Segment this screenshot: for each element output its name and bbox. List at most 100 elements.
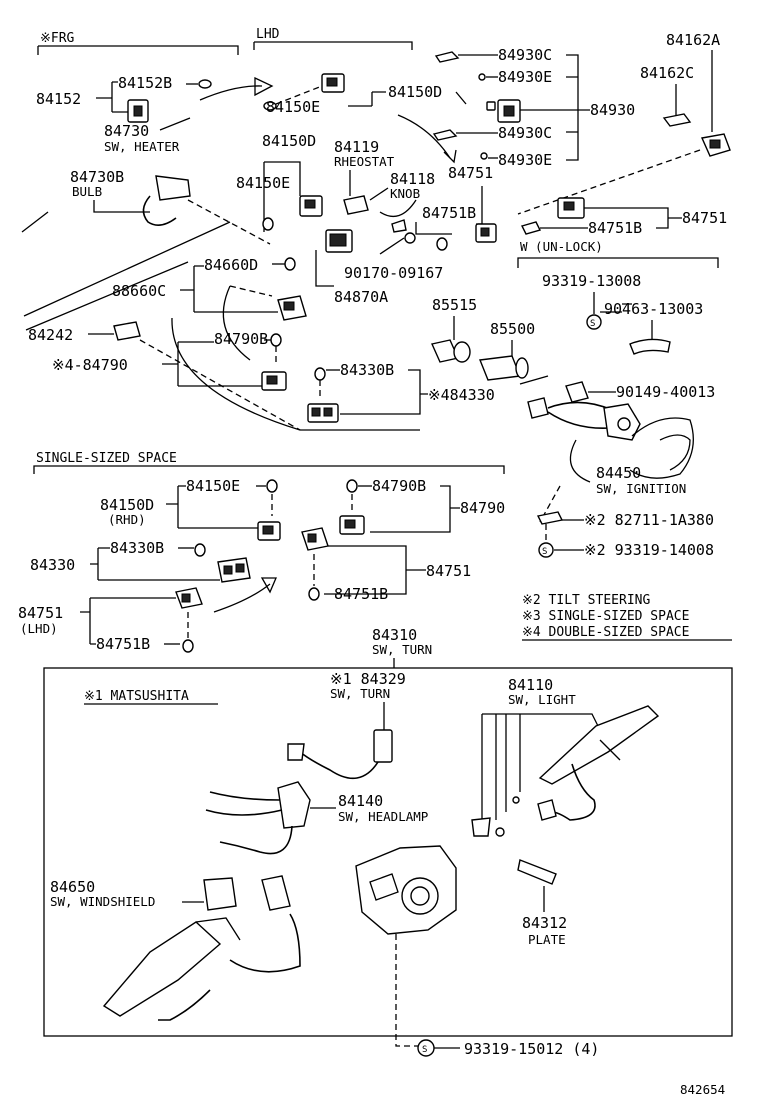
part-label-84751-d: 84751 [18, 604, 63, 622]
part-label-84150D-c: 84150D [100, 496, 154, 514]
group-855xx: 85515 85500 [431, 296, 549, 385]
nut-90170 [404, 232, 416, 244]
part-label-84162A: 84162A [666, 31, 720, 49]
part-sub-84312: PLATE [528, 932, 566, 947]
part-label-84790B-a: 84790B [214, 330, 268, 348]
part-label-84751B-c: 84751B [334, 585, 388, 603]
light-switch-lever-84110 [538, 705, 660, 785]
screw-84330B-a [314, 367, 326, 381]
part-label-84751B-a: 84751B [422, 204, 476, 222]
part-label-84751-a: 84751 [448, 164, 493, 182]
switch-84330-b [217, 557, 251, 583]
turn-switch-box [43, 667, 733, 1037]
group-93319-90463: 93319-13008 S 90463-13003 [542, 272, 703, 355]
part-label-84930C-b: 84930C [498, 124, 552, 142]
part-label-84330-b: 84330 [30, 556, 75, 574]
screw-84330B-b [194, 543, 206, 557]
bulb-90149 [565, 381, 589, 403]
part-sub-84730: SW, HEATER [104, 139, 180, 154]
group-84310: 84310 SW, TURN ※1 MATSUSHITA ※1 84329 SW… [43, 626, 733, 1037]
turn-switch-84329 [373, 729, 393, 763]
part-label-84110: 84110 [508, 676, 553, 694]
part-label-84330-a: ※484330 [428, 386, 495, 404]
part-sub-84730B: BULB [72, 184, 102, 199]
part-label-85500: 85500 [490, 320, 535, 338]
part-sub-84650: SW, WINDSHIELD [50, 894, 155, 909]
group-84450: 90149-40013 84450 SW, IGNITION ※2 82711-… [527, 381, 715, 559]
part-label-84930E-b: 84930E [498, 151, 552, 169]
part-sub-84119: RHEOSTAT [334, 154, 395, 169]
part-label-84790B-b: 84790B [372, 477, 426, 495]
part-label-93319-13008: 93319-13008 [542, 272, 641, 290]
windshield-lever-84650 [102, 921, 222, 1017]
screw-84660D [284, 257, 296, 271]
screw-84751B-d [182, 639, 194, 653]
part-label-84118: 84118 [390, 170, 435, 188]
part-label-84870A: 84870A [334, 288, 388, 306]
part-label-84650: 84650 [50, 878, 95, 896]
svg-text:S: S [542, 547, 547, 557]
screw-84930C-a [434, 51, 460, 63]
screw-93319-14008 [538, 542, 554, 558]
headlamp-switch-84140 [277, 781, 311, 829]
svg-text:S: S [422, 1045, 427, 1055]
part-label-93319-14008: ※2 93319-14008 [584, 541, 714, 559]
group-84751-right: 84751B 84751 W (UN-LOCK) [517, 197, 727, 268]
part-label-84751B-b: 84751B [588, 219, 642, 237]
screw-84152B [198, 79, 212, 89]
part-label-84330B-a: 84330B [340, 361, 394, 379]
part-label-84751B-d: 84751B [96, 635, 150, 653]
legend-notes: ※2 TILT STEERING ※3 SINGLE-SIZED SPACE ※… [522, 593, 732, 641]
part-label-84930E-a: 84930E [498, 68, 552, 86]
part-label-84330B-b: 84330B [110, 539, 164, 557]
w-unlock-header: W (UN-LOCK) [520, 239, 603, 254]
screw-84790B-b [346, 479, 358, 493]
group-93319-15012: S 93319-15012 (4) [395, 934, 599, 1058]
connector-84242 [113, 321, 141, 341]
part-label-84119: 84119 [334, 138, 379, 156]
part-label-84329: ※1 84329 [330, 670, 406, 688]
bulb-84730B [155, 175, 191, 201]
part-label-84450: 84450 [596, 464, 641, 482]
group-84790-upper: 84790B ※4-84790 84330B ※484330 [52, 285, 495, 431]
part-label-84310: 84310 [372, 626, 417, 644]
part-label-90463: 90463-13003 [604, 300, 703, 318]
lamp-85500 [479, 355, 521, 381]
part-label-90170: 90170-09167 [344, 264, 443, 282]
screw-84162C [662, 113, 692, 127]
part-label-82711: ※2 82711-1A380 [584, 511, 714, 529]
screw-84150E-c [266, 479, 278, 493]
rheostat-84119 [343, 195, 369, 215]
part-sub-84140: SW, HEADLAMP [338, 809, 428, 824]
single-sized-header: SINGLE-SIZED SPACE [36, 451, 177, 466]
part-label-84751-b: 84751 [682, 209, 727, 227]
part-sub-84110: SW, LIGHT [508, 692, 576, 707]
lhd-header-text: LHD [256, 27, 280, 42]
screw-84751B-c [308, 587, 320, 601]
part-label-84140: 84140 [338, 792, 383, 810]
part-label-88660C: 88660C [112, 282, 166, 300]
group-84930: 84930C 84930E 84930 84930C 84930E [432, 46, 635, 169]
part-label-84751-c: 84751 [426, 562, 471, 580]
screw-84930C-b [432, 129, 458, 141]
part-label-84152: 84152 [36, 90, 81, 108]
clamp-90463 [629, 338, 671, 355]
plate-84312 [517, 859, 557, 885]
group-84660: 84660D 88660C 84870A 90170-09167 [23, 219, 443, 331]
legend-note-3: ※3 SINGLE-SIZED SPACE [522, 609, 689, 624]
part-label-84730B: 84730B [70, 168, 124, 186]
part-label-84660D: 84660D [204, 256, 258, 274]
screw-84751B-a [436, 237, 448, 251]
screw-93319-13008 [586, 314, 602, 330]
part-label-84150D-a: 84150D [388, 83, 442, 101]
frg-header-text: ※FRG [40, 31, 75, 46]
part-sub-84751-d: (LHD) [20, 621, 58, 636]
part-sub-84329: SW, TURN [330, 686, 390, 701]
group-rheostat: 84150D 84150E 84119 RHEOSTAT 84118 KNOB … [236, 132, 497, 251]
part-label-84312: 84312 [522, 914, 567, 932]
group-84242: 84242 [28, 321, 141, 344]
part-sub-84310: SW, TURN [372, 642, 432, 657]
group-84152: 84152 84152B 84730 SW, HEATER 84730B BUL… [21, 74, 274, 245]
part-label-85515: 85515 [432, 296, 477, 314]
